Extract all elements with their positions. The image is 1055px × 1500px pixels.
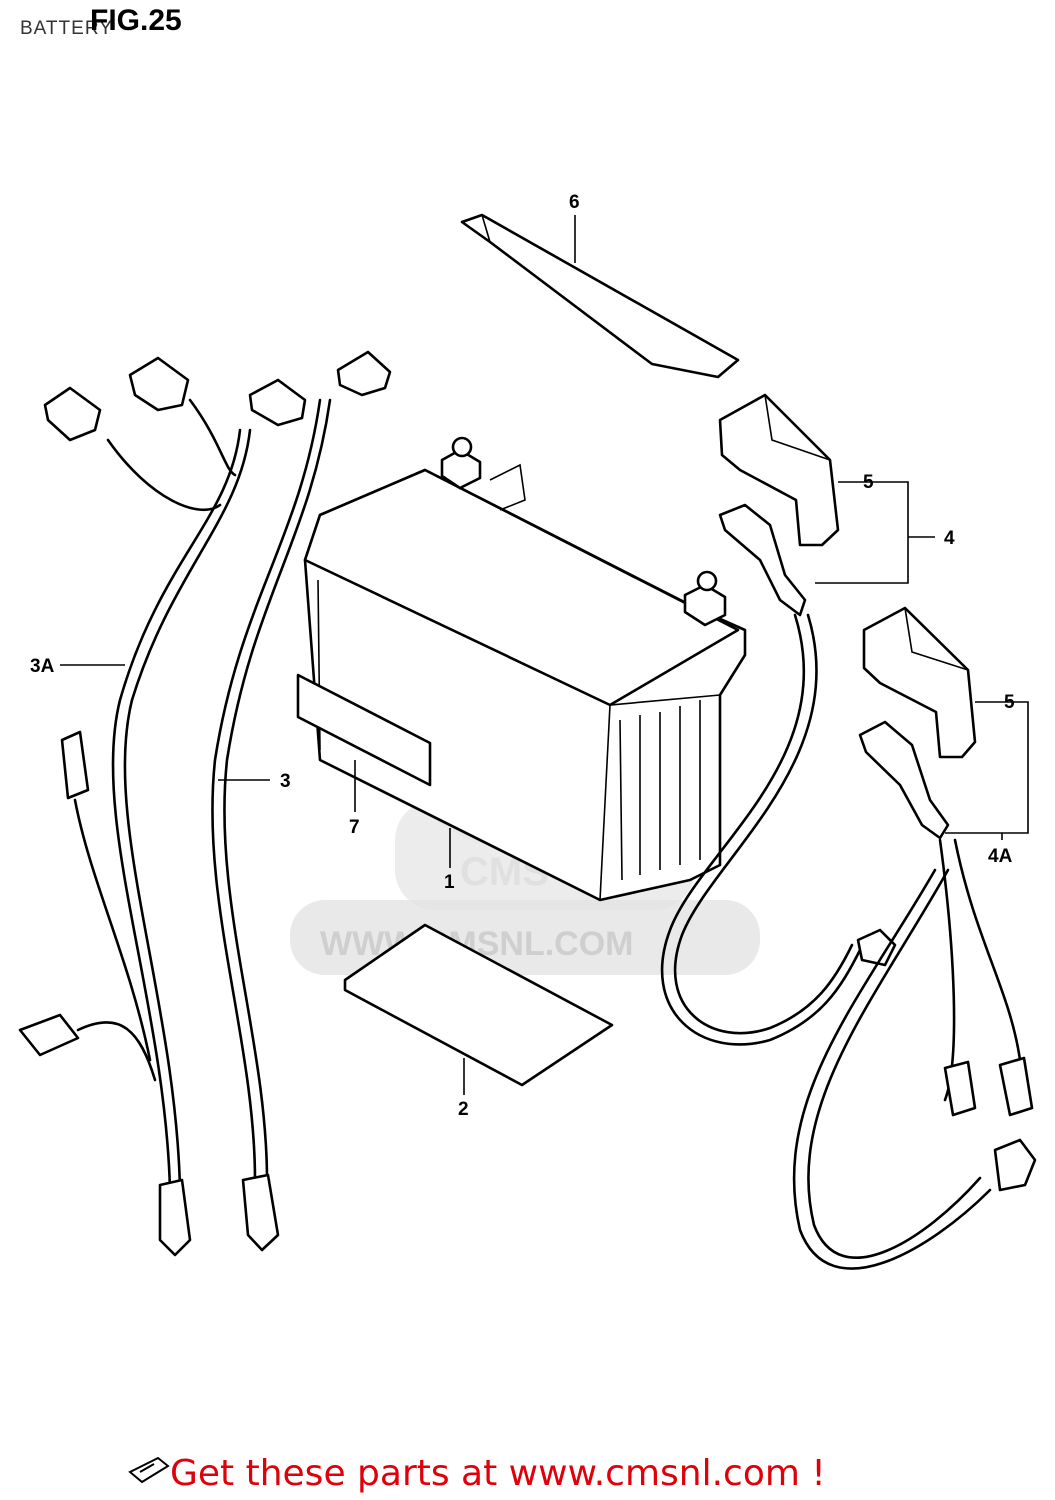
callout-4: 4 xyxy=(944,528,955,549)
diagram-subtitle: BATTERY xyxy=(20,18,113,39)
callout-6: 6 xyxy=(569,192,580,213)
callout-3a: 3A xyxy=(30,656,55,677)
part-4-cable xyxy=(660,503,897,1046)
callout-7: 7 xyxy=(349,817,360,838)
part-4a-cable xyxy=(792,720,1037,1270)
part-2-pad xyxy=(343,923,614,1087)
part-7-label xyxy=(296,673,432,787)
part-5-terminal-cover-lower xyxy=(862,606,977,759)
part-3a-cable xyxy=(18,356,252,1257)
leader-lines xyxy=(60,215,1029,1095)
callout-3: 3 xyxy=(280,771,291,792)
callouts: 6 5 4 5 4A 3A 3 7 1 2 xyxy=(30,192,1015,1120)
callout-1: 1 xyxy=(444,872,455,893)
callout-5-upper: 5 xyxy=(863,472,874,493)
fwd-arrow-icon xyxy=(128,1456,170,1484)
part-3-cable xyxy=(211,350,392,1252)
part-6-strap xyxy=(460,213,740,379)
callout-2: 2 xyxy=(458,1099,469,1120)
callout-4a: 4A xyxy=(988,846,1013,867)
callout-5-lower: 5 xyxy=(1004,692,1015,713)
figure-label: FIG.25 xyxy=(90,4,182,37)
get-parts-link[interactable]: Get these parts at www.cmsnl.com ! xyxy=(170,1453,826,1494)
part-1-battery xyxy=(303,436,747,902)
part-5-terminal-cover-upper xyxy=(718,393,840,547)
